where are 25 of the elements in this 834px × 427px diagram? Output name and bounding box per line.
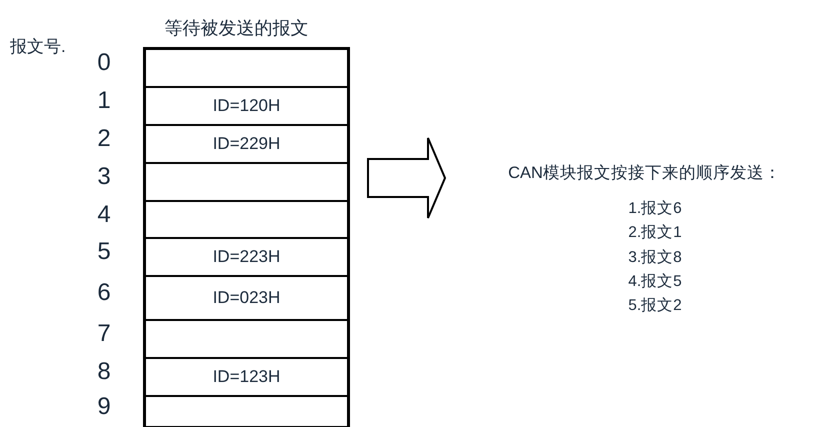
row-number: 4 [96,200,112,228]
block-arrow [367,137,446,219]
row-number: 0 [96,49,112,77]
row-number: 9 [96,392,112,420]
row-number: 6 [96,279,112,307]
list-item: 2.报文1 [627,223,683,244]
message-table [143,47,350,427]
table-heading: 等待被发送的报文 [164,17,310,39]
row-number: 8 [96,358,112,386]
row-number: 7 [96,320,112,348]
message-slot: ID=223H [146,239,347,277]
row-number: 5 [96,238,112,266]
instruction-text: CAN模块报文按接下来的顺序发送： [507,163,782,184]
message-slot: ID=023H [146,277,347,321]
list-item: 4.报文5 [627,272,683,292]
list-item: 3.报文8 [627,248,683,268]
list-item: 5.报文2 [627,296,683,316]
row-number: 2 [96,125,112,153]
row-number: 3 [96,163,112,191]
column-label: 报文号. [10,36,66,58]
message-slot: ID=120H [146,88,347,126]
message-slot: ID=229H [146,126,347,164]
message-slot: ID=123H [146,359,347,397]
list-item: 1.报文6 [627,199,683,219]
row-number: 1 [96,87,112,115]
